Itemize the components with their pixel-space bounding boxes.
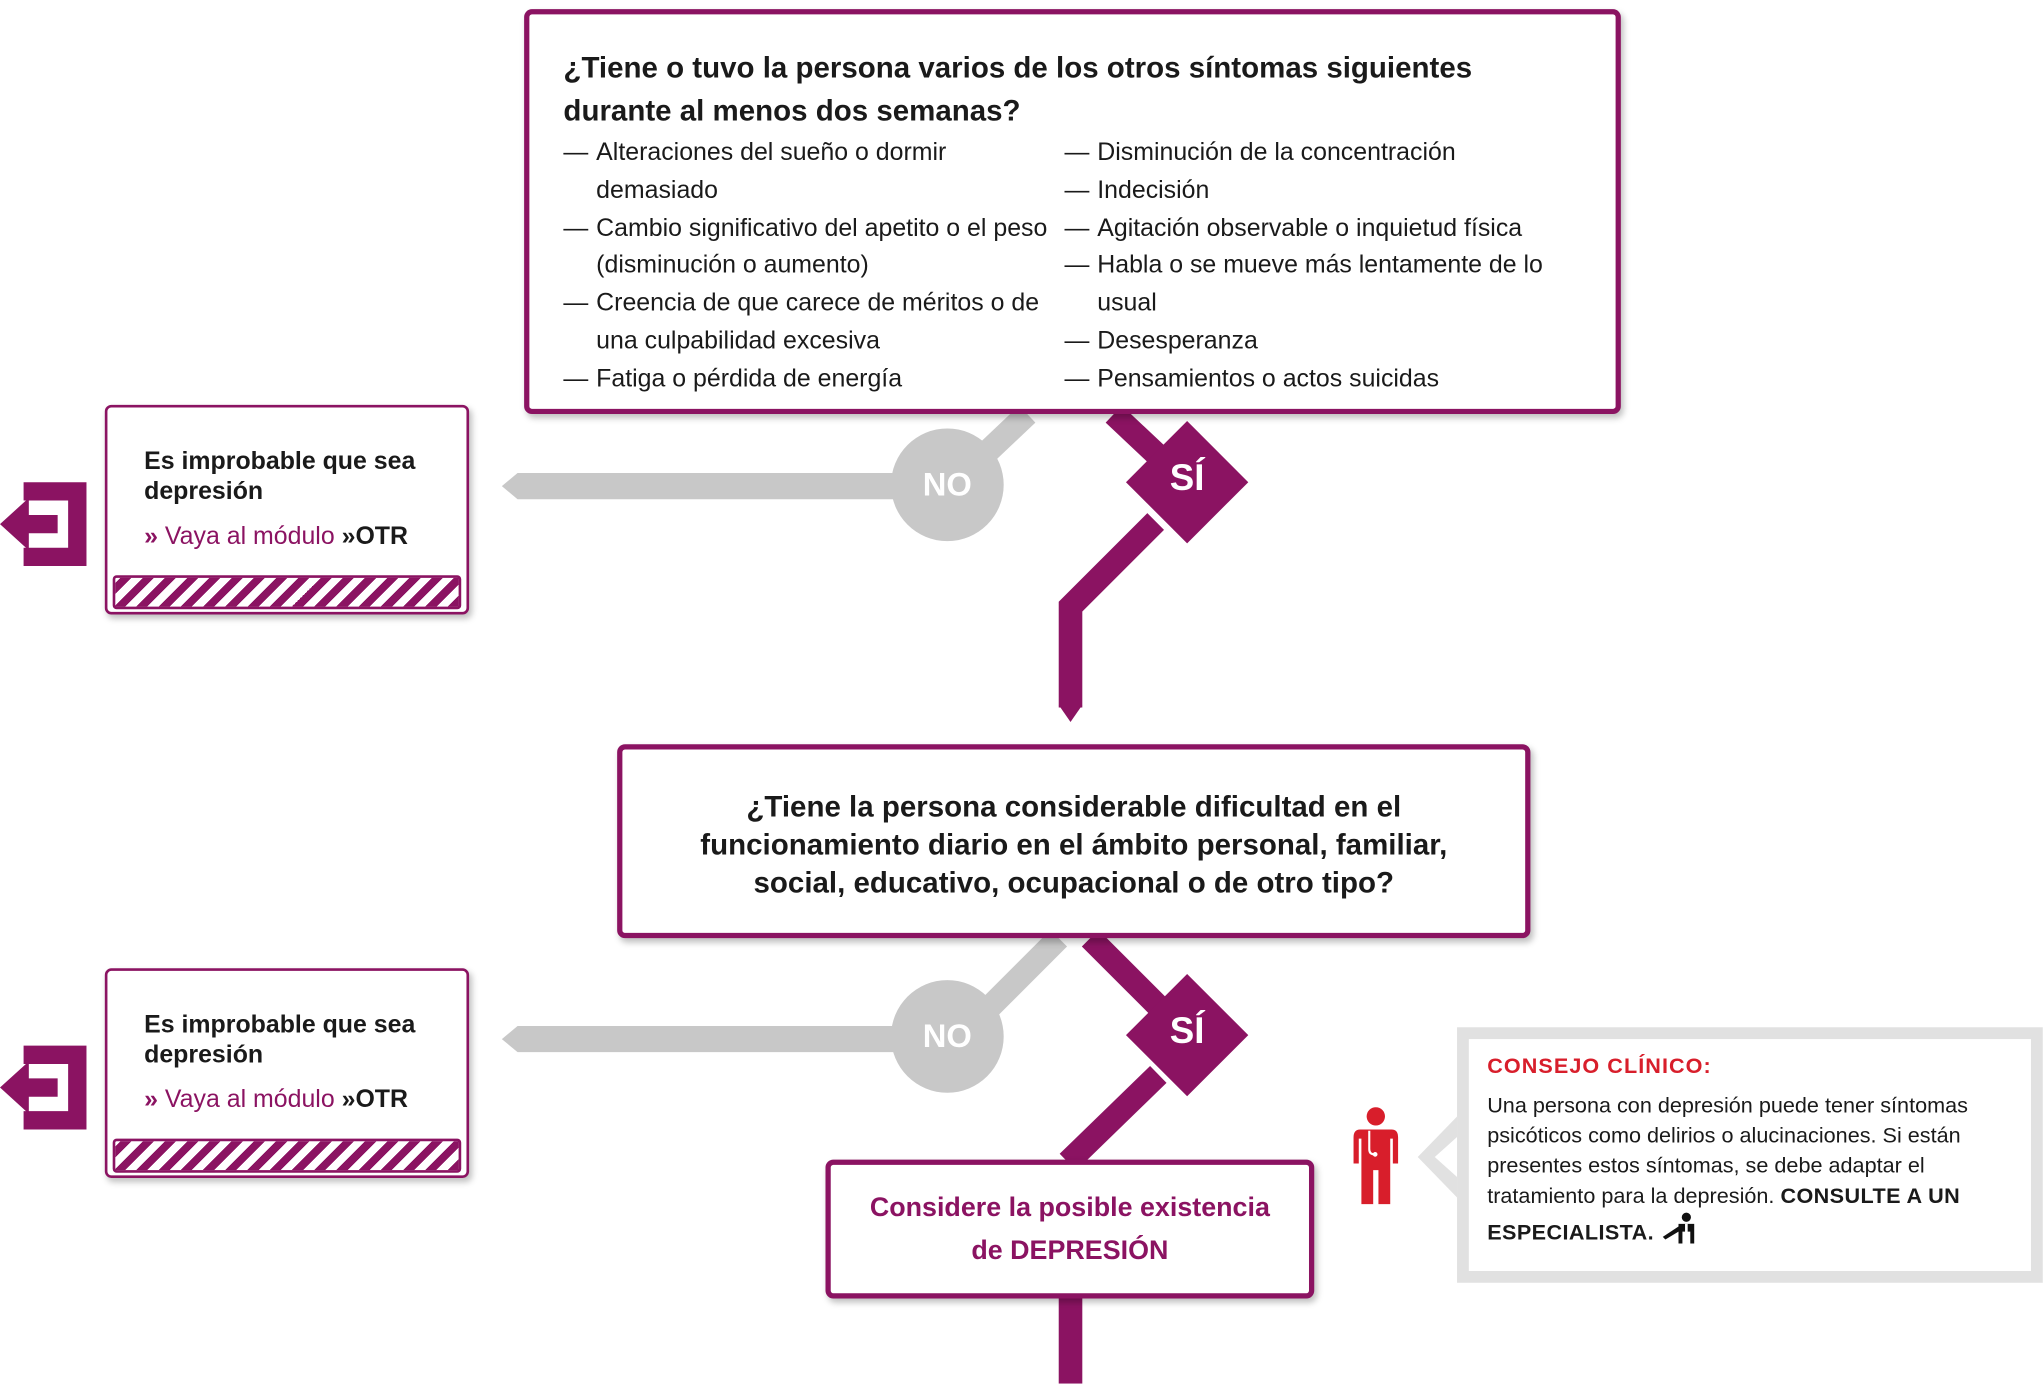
symptom-text: Fatiga o pérdida de energía <box>596 365 903 393</box>
result-line-2: de DEPRESIÓN <box>971 1235 1169 1266</box>
symptom-item: —Pensamientos o actos suicidas <box>1064 361 1578 399</box>
advice-text: Una persona con depresión puede tener sí… <box>1487 1094 1968 1209</box>
clinical-advice-box: CONSEJO CLÍNICO: Una persona con depresi… <box>1457 1027 2043 1283</box>
result-line-1: Considere la posible existencia <box>869 1192 1270 1223</box>
link-text: Vaya al módulo <box>164 522 335 551</box>
exit-box-2: Es improbable que sea depresión » Vaya a… <box>104 968 470 1178</box>
symptom-columns: —Alteraciones del sueño o dormir demasia… <box>563 135 1578 399</box>
advice-body: Una persona con depresión puede tener sí… <box>1487 1091 2012 1248</box>
yes-connector-2a <box>1081 929 1167 1015</box>
symptom-item: —Habla o se mueve más lentamente de lo u… <box>1064 248 1578 323</box>
module-link[interactable]: » Vaya al módulo »OTR <box>144 1086 408 1115</box>
advice-title: CONSEJO CLÍNICO: <box>1487 1054 1712 1079</box>
dash: — <box>563 138 589 167</box>
link-text: Vaya al módulo <box>164 1086 335 1114</box>
module-name: »OTR <box>341 1086 409 1114</box>
exit-box-1: Es improbable que sea depresión » Vaya a… <box>104 404 470 615</box>
yes-connector-1b <box>1058 513 1165 708</box>
exit-arrow-icon[interactable] <box>0 480 89 569</box>
dash: — <box>1064 138 1090 167</box>
symptom-text: Cambio significativo del apetito o el pe… <box>596 214 1048 280</box>
question-functioning-box: ¿Tiene la persona considerable dificulta… <box>617 744 1531 939</box>
no-circle-2: NO <box>891 980 1004 1093</box>
question-symptoms-box: ¿Tiene o tuvo la persona varios de los o… <box>524 9 1621 415</box>
no-arrow-1 <box>501 473 905 500</box>
result-box: Considere la posible existencia de DEPRE… <box>825 1159 1315 1299</box>
symptom-text: Disminución de la concentración <box>1097 138 1456 167</box>
symptom-item: —Desesperanza <box>1064 324 1578 362</box>
symptom-text: Agitación observable o inquietud física <box>1097 214 1523 242</box>
striped-bar <box>112 575 462 610</box>
chevron-icon: » <box>144 1086 158 1114</box>
no-arrow-2 <box>501 1025 905 1053</box>
dash: — <box>563 289 589 318</box>
yes-connector-2b <box>1059 1065 1167 1171</box>
result-text: Considere la posible existencia de DEPRE… <box>870 1186 1270 1272</box>
yes-arrow-1 <box>1058 704 1083 722</box>
yes-connector-1a <box>1105 405 1167 465</box>
symptom-item: —Fatiga o pérdida de energía <box>563 361 1064 399</box>
symptom-item: —Cambio significativo del apetito o el p… <box>563 210 1064 285</box>
dash: — <box>1064 365 1090 393</box>
symptom-text: Desesperanza <box>1097 327 1258 356</box>
symptom-text: Pensamientos o actos suicidas <box>1097 365 1440 393</box>
advice-emphasis: CONSULTE A UN ESPECIALISTA. <box>1487 1184 1961 1245</box>
yes-label-2: SÍ <box>1169 1010 1205 1051</box>
symptom-text: Alteraciones del sueño o dormir demasiad… <box>596 138 947 205</box>
symptom-list-right: —Disminución de la concentración —Indeci… <box>1064 135 1578 399</box>
symptom-item: —Creencia de que carece de méritos o de … <box>563 286 1064 361</box>
symptom-item: —Agitación observable o inquietud física <box>1064 210 1578 248</box>
exit-title: Es improbable que sea depresión <box>144 448 416 506</box>
module-name: »OTR <box>341 522 409 551</box>
dash: — <box>563 365 589 393</box>
module-link[interactable]: » Vaya al módulo »OTR <box>144 523 408 552</box>
striped-bar <box>112 1138 462 1173</box>
question-symptoms-title: ¿Tiene o tuvo la persona varios de los o… <box>563 51 1473 128</box>
dash: — <box>1064 252 1090 280</box>
symptom-item: —Alteraciones del sueño o dormir demasia… <box>563 135 1064 210</box>
dash: — <box>1064 176 1090 205</box>
specialist-icon <box>1662 1212 1695 1244</box>
exit-title: Es improbable que sea depresión <box>144 1011 416 1070</box>
dash: — <box>563 214 589 242</box>
question-functioning-text: ¿Tiene la persona considerable dificulta… <box>700 789 1448 899</box>
symptom-text: Habla o se mueve más lentamente de lo us… <box>1097 252 1543 318</box>
dash: — <box>1064 214 1090 242</box>
dash: — <box>1064 327 1090 356</box>
result-down-line <box>1058 1297 1083 1384</box>
yes-label-1: SÍ <box>1169 457 1205 498</box>
symptom-text: Indecisión <box>1097 176 1210 205</box>
symptom-list-left: —Alteraciones del sueño o dormir demasia… <box>563 135 1064 399</box>
chevron-icon: » <box>144 522 158 551</box>
doctor-icon <box>1353 1107 1399 1205</box>
symptom-item: —Disminución de la concentración <box>1064 135 1578 173</box>
symptom-text: Creencia de que carece de méritos o de u… <box>596 289 1040 356</box>
no-connector-2 <box>977 929 1068 1020</box>
symptom-item: —Indecisión <box>1064 173 1578 211</box>
no-circle-1: NO <box>891 428 1004 542</box>
exit-arrow-icon[interactable] <box>0 1043 89 1132</box>
